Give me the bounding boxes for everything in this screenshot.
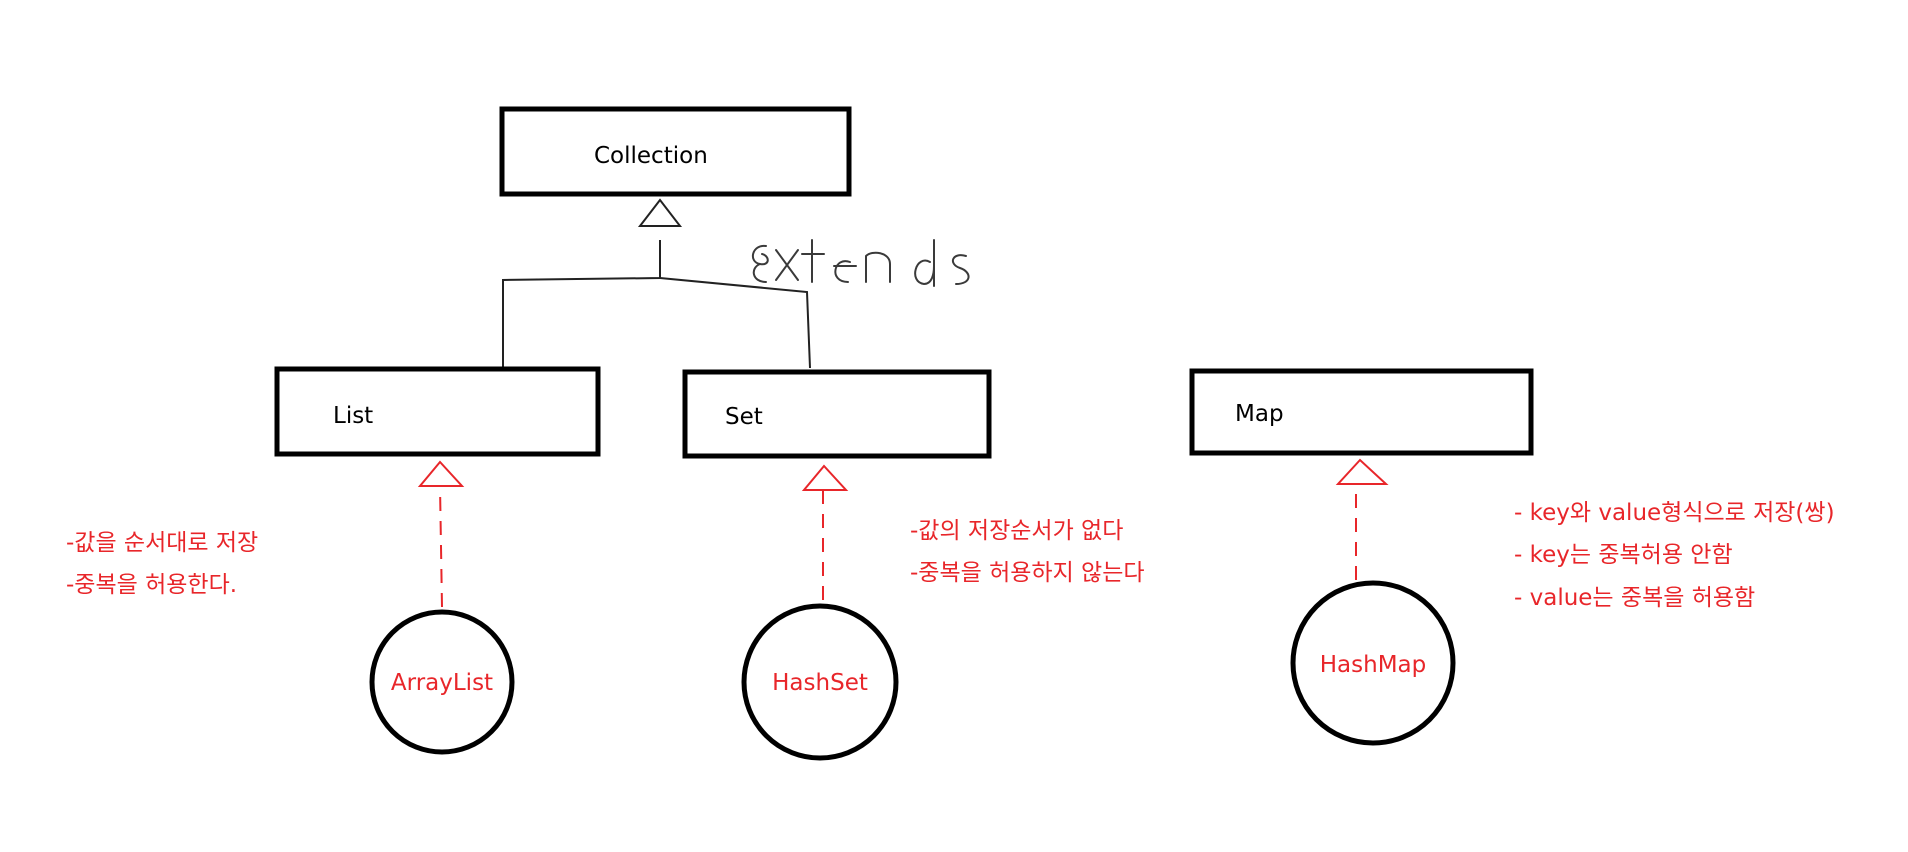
set-notes: -값의 저장순서가 없다 -중복을 허용하지 않는다 bbox=[910, 518, 1145, 586]
list-label: List bbox=[333, 403, 373, 429]
hashmap-circle: HashMap bbox=[1290, 580, 1456, 746]
map-box: Map bbox=[1189, 368, 1534, 456]
map-note-line: - key와 value형식으로 저장(쌍) bbox=[1514, 500, 1835, 526]
implementation-connectors bbox=[417, 458, 1389, 608]
set-implementation-arrowhead bbox=[801, 464, 849, 491]
hashmap-label: HashMap bbox=[1320, 652, 1427, 678]
set-note-line: -값의 저장순서가 없다 bbox=[910, 518, 1123, 544]
map-note-line: - key는 중복허용 안함 bbox=[1514, 542, 1733, 568]
list-implementation-arrowhead bbox=[417, 460, 465, 487]
extends-arrowhead bbox=[637, 198, 683, 227]
extends-connectors bbox=[502, 198, 811, 369]
list-box: List bbox=[274, 366, 601, 457]
hashset-circle: HashSet bbox=[741, 603, 899, 761]
map-implementation-arrowhead bbox=[1335, 458, 1389, 485]
collection-label: Collection bbox=[594, 143, 708, 169]
set-box: Set bbox=[682, 369, 992, 459]
map-notes: - key와 value형식으로 저장(쌍) - key는 중복허용 안함 - … bbox=[1514, 500, 1835, 611]
list-note-line: -중복을 허용한다. bbox=[66, 572, 237, 598]
map-note-line: - value는 중복을 허용함 bbox=[1514, 585, 1755, 611]
list-note-line: -값을 순서대로 저장 bbox=[66, 530, 258, 556]
extends-label-text: extends bbox=[855, 260, 859, 263]
hashset-label: HashSet bbox=[772, 670, 868, 696]
connector-list-to-collection bbox=[502, 240, 661, 368]
list-notes: -값을 순서대로 저장 -중복을 허용한다. bbox=[66, 530, 258, 598]
connector-arraylist-to-list bbox=[439, 485, 443, 608]
connector-set-to-collection bbox=[659, 277, 811, 369]
arraylist-label: ArrayList bbox=[391, 670, 493, 696]
extends-handwritten-label: extends bbox=[751, 239, 970, 287]
arraylist-circle: ArrayList bbox=[369, 609, 515, 755]
set-label: Set bbox=[725, 404, 763, 430]
set-note-line: -중복을 허용하지 않는다 bbox=[910, 560, 1145, 586]
collection-box: Collection bbox=[499, 106, 852, 197]
map-label: Map bbox=[1235, 401, 1284, 427]
